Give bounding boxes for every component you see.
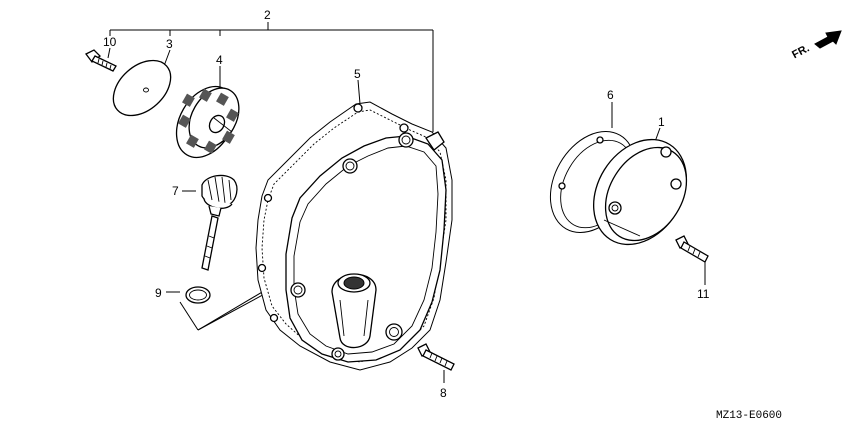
bolt-10-icon (85, 49, 117, 72)
bolt-11-icon (675, 235, 709, 263)
diagram-code: MZ13-E0600 (716, 410, 782, 422)
callout-5: 5 (354, 67, 361, 81)
callout-9: 9 (155, 286, 162, 300)
callout-4: 4 (216, 53, 223, 67)
plate-disc-3-icon (112, 59, 172, 117)
callout-6: 6 (607, 88, 614, 102)
round-cover-1-icon (592, 138, 688, 246)
direction-label: FR. (790, 42, 811, 61)
rotor-4-icon (175, 85, 240, 159)
callout-8: 8 (440, 386, 447, 400)
callout-3: 3 (166, 37, 173, 51)
bolt-8-icon (417, 343, 455, 371)
callout-labels: 2 10 3 4 5 7 9 8 6 1 11 (103, 8, 710, 400)
crankcase-cover-5-icon (255, 101, 453, 371)
front-direction-indicator: FR. (790, 30, 842, 61)
dipstick-cap-7-icon (201, 174, 238, 271)
front-direction-arrow-icon (814, 30, 842, 49)
callout-2: 2 (264, 8, 271, 22)
callout-10: 10 (103, 35, 117, 49)
o-ring-9-icon (185, 286, 211, 304)
callout-7: 7 (172, 184, 179, 198)
callout-11: 11 (697, 287, 710, 301)
callout-1: 1 (658, 115, 665, 129)
